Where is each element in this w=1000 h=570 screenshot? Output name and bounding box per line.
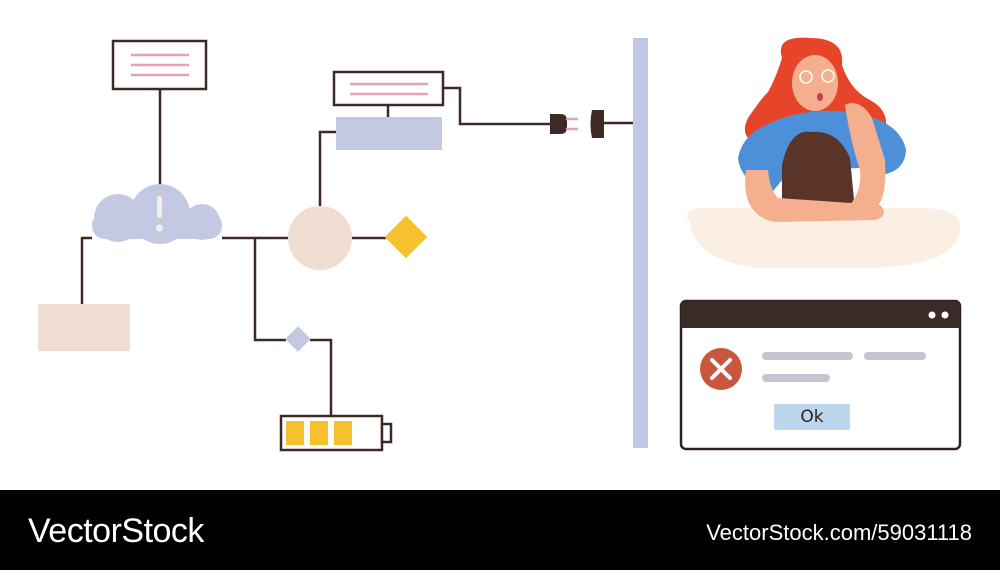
cloud [92,184,222,244]
table [686,208,961,268]
battery-cells [286,421,352,445]
ok-button[interactable]: Ok [800,407,824,427]
dialog-titlebar [681,301,960,328]
node-diamond-blue [285,326,311,352]
arm-left [745,170,884,222]
label-card-middle [332,70,445,107]
window-dots-icon [928,311,949,319]
node-block-blue [336,117,442,150]
divider-wall [633,38,648,448]
battery-cell [286,421,304,445]
dress [782,131,855,210]
error-dialog [679,299,962,451]
watermark-bar: VectorStock VectorStock.com/59031118 [0,490,1000,570]
node-box-left [38,304,130,351]
watermark-stock-id: VectorStock.com/59031118 [706,520,972,545]
message-placeholder [762,352,926,382]
label-card-top [111,39,208,91]
arm-right [845,103,886,212]
watermark-brand: VectorStock [28,512,204,550]
error-icon [700,348,742,390]
battery-icon [279,414,393,452]
woman-illustration [686,37,961,268]
face [792,55,838,111]
ok-button-bg[interactable] [774,404,850,430]
node-diamond-yellow [384,215,428,259]
battery-cell [310,421,328,445]
node-circle [288,206,352,270]
battery-cell [334,421,352,445]
exclamation-icon [156,196,163,232]
illustration [38,37,962,452]
network-lines [80,86,634,416]
plug-icon [550,110,604,138]
